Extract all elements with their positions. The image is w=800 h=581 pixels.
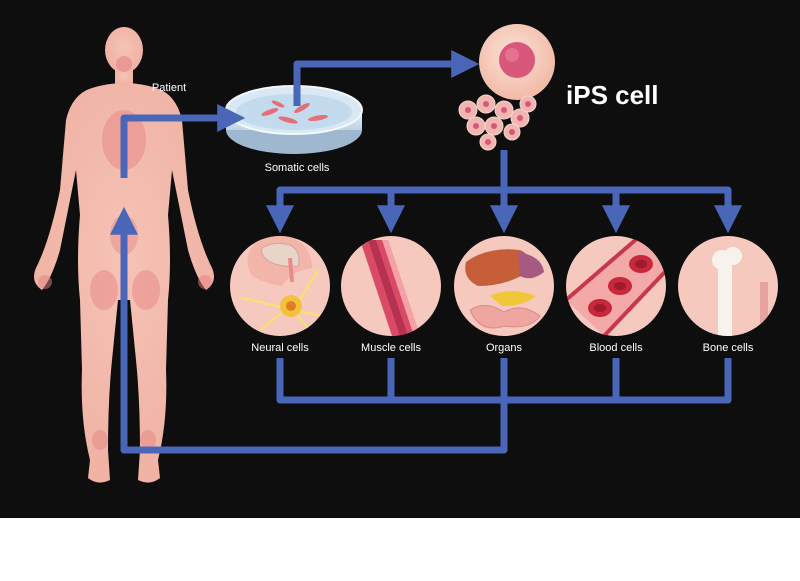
bone-icon [678, 236, 778, 336]
ips-diagram [34, 24, 778, 483]
cell-label-bone: Bone cells [702, 342, 754, 354]
arrow-return-to-patient [110, 206, 508, 454]
cell-label-blood: Blood cells [589, 342, 643, 354]
ips-cell-title: iPS cell [566, 80, 659, 110]
somatic-cells-label: Somatic cells [264, 162, 330, 174]
ips-colony [458, 94, 537, 151]
patient-label: Patient [151, 82, 187, 94]
organs-icon [454, 236, 554, 336]
arrow-patient-to-dish [120, 104, 246, 178]
cell-label-neural: Neural cells [251, 342, 309, 354]
muscle-icon [341, 236, 441, 336]
flow-arrows [110, 50, 742, 454]
arrow-dish-to-ips [293, 50, 480, 106]
neural-icon [230, 236, 330, 336]
bottom-margin [0, 518, 800, 581]
cell-label-muscle: Muscle cells [361, 342, 421, 354]
cell-label-organs: Organs [485, 342, 523, 354]
diagram-canvas: Patient Somatic cells iPS cell Neural ce… [0, 0, 800, 518]
blood-icon [566, 236, 666, 336]
ips-cell [479, 24, 555, 100]
